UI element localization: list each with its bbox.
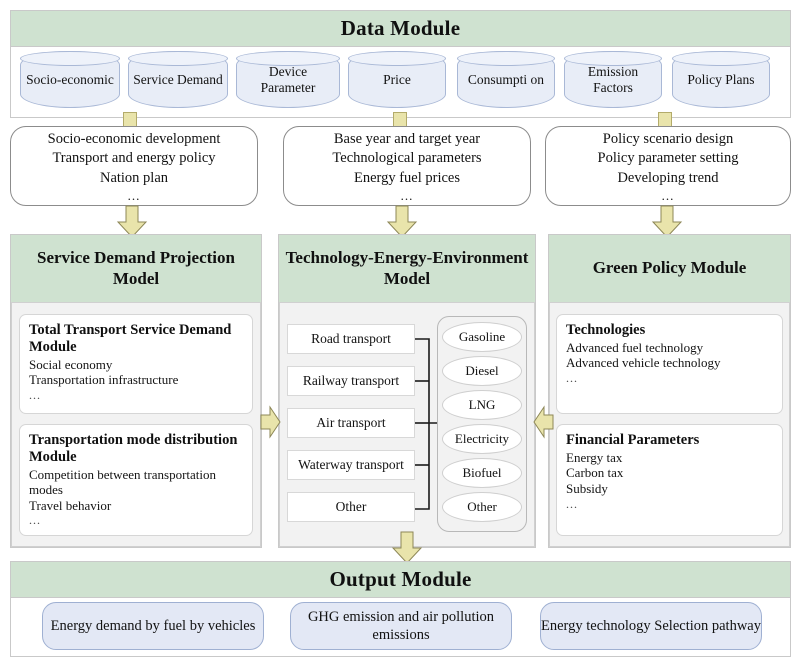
- box-line: Subsidy: [566, 481, 608, 496]
- output-energy-technology[interactable]: Energy technology Selection pathway: [540, 602, 762, 650]
- output-label: Energy demand by fuel by vehicles: [50, 617, 256, 634]
- arrow-left-right-to-middle: [533, 405, 554, 439]
- fuel-label: Electricity: [454, 431, 510, 446]
- data-source-emission-factors[interactable]: Emission Factors: [564, 51, 662, 108]
- transport-mode-other[interactable]: Other: [287, 492, 415, 522]
- total-transport-service-demand-box[interactable]: Total Transport Service Demand Module So…: [19, 314, 253, 414]
- box-heading: Technologies: [566, 322, 646, 338]
- data-source-label: Device Parameter: [260, 64, 316, 95]
- fuel-label: Other: [467, 499, 497, 514]
- transport-mode-air[interactable]: Air transport: [287, 408, 415, 438]
- box-line: Transportation infrastructure: [29, 372, 179, 388]
- detail-line: Base year and target year: [333, 131, 481, 148]
- transport-mode-railway[interactable]: Railway transport: [287, 366, 415, 396]
- box-line: Advanced fuel technology: [566, 339, 704, 355]
- fuel-electricity[interactable]: Electricity: [442, 424, 522, 454]
- detail-ellipsis: ...: [400, 187, 414, 203]
- transport-mode-waterway[interactable]: Waterway transport: [287, 450, 415, 480]
- detail-line: Nation plan: [99, 169, 169, 186]
- arrow-down-right: [651, 205, 683, 238]
- detail-card-left: Socio-economic development Transport and…: [10, 126, 258, 206]
- output-energy-demand[interactable]: Energy demand by fuel by vehicles: [42, 602, 264, 650]
- output-label: GHG emission and air pollution emissions: [307, 608, 495, 643]
- fuel-label: Gasoline: [458, 329, 506, 344]
- output-label: Energy technology Selection pathway: [541, 617, 761, 634]
- financial-parameters-box[interactable]: Financial Parameters Energy tax Carbon t…: [556, 424, 783, 536]
- transport-mode-label: Waterway transport: [298, 457, 404, 472]
- detail-line: Developing trend: [617, 169, 719, 186]
- data-source-label: Policy Plans: [687, 71, 755, 87]
- detail-card-right: Policy scenario design Policy parameter …: [545, 126, 791, 206]
- fuel-label: Biofuel: [462, 465, 502, 480]
- box-ellipsis: ...: [566, 496, 578, 511]
- detail-line: Policy scenario design: [602, 131, 734, 148]
- fuel-gasoline[interactable]: Gasoline: [442, 322, 522, 352]
- box-heading: Financial Parameters: [566, 432, 700, 448]
- fuel-label: LNG: [468, 397, 496, 412]
- data-source-label: Consumpti on: [467, 71, 545, 87]
- transport-mode-label: Road transport: [311, 331, 391, 346]
- data-source-socio-economic[interactable]: Socio-economic: [20, 51, 120, 108]
- box-line: Advanced vehicle technology: [566, 355, 721, 371]
- fuel-biofuel[interactable]: Biofuel: [442, 458, 522, 488]
- box-ellipsis: ...: [29, 513, 41, 528]
- arrow-down-left: [116, 205, 148, 238]
- detail-line: Technological parameters: [332, 150, 482, 167]
- data-source-device-parameter[interactable]: Device Parameter: [236, 51, 340, 108]
- arrow-down-to-output: [391, 531, 423, 564]
- box-line: Carbon tax: [566, 465, 624, 481]
- data-source-policy-plans[interactable]: Policy Plans: [672, 51, 770, 108]
- arrow-right-left-to-middle: [260, 405, 281, 439]
- data-source-price[interactable]: Price: [348, 51, 446, 108]
- fuel-label: Diesel: [465, 363, 499, 378]
- data-source-consumption[interactable]: Consumpti on: [457, 51, 555, 108]
- box-ellipsis: ...: [566, 371, 578, 385]
- fuel-other[interactable]: Other: [442, 492, 522, 522]
- transport-mode-road[interactable]: Road transport: [287, 324, 415, 354]
- box-line: Travel behavior: [29, 497, 112, 513]
- detail-card-middle: Base year and target year Technological …: [283, 126, 531, 206]
- transport-mode-label: Other: [335, 499, 367, 514]
- green-policy-column-title: Green Policy Module: [549, 235, 790, 303]
- fuel-diesel[interactable]: Diesel: [442, 356, 522, 386]
- transport-mode-label: Air transport: [316, 415, 386, 430]
- data-source-label: Price: [383, 71, 411, 87]
- data-source-label: Service Demand: [133, 71, 223, 87]
- transport-mode-label: Railway transport: [302, 373, 400, 388]
- transportation-mode-distribution-box[interactable]: Transportation mode distribution Module …: [19, 424, 253, 536]
- detail-ellipsis: ...: [127, 187, 141, 203]
- output-ghg-emission[interactable]: GHG emission and air pollution emissions: [290, 602, 512, 650]
- detail-line: Transport and energy policy: [52, 150, 216, 167]
- box-line: Energy tax: [566, 449, 623, 465]
- data-source-label: Emission Factors: [587, 64, 639, 95]
- fuel-lng[interactable]: LNG: [442, 390, 522, 420]
- detail-line: Policy parameter setting: [597, 150, 739, 167]
- data-source-service-demand[interactable]: Service Demand: [128, 51, 228, 108]
- box-heading: Total Transport Service Demand Module: [29, 322, 232, 355]
- data-source-label: Socio-economic: [26, 71, 114, 87]
- detail-line: Energy fuel prices: [353, 169, 461, 186]
- technologies-box[interactable]: Technologies Advanced fuel technology Ad…: [556, 314, 783, 414]
- service-demand-column-title: Service Demand Projection Model: [11, 235, 261, 303]
- detail-ellipsis: ...: [661, 187, 675, 203]
- technology-energy-environment-column-title: Technology-Energy-Environment Model: [279, 235, 535, 303]
- detail-line: Socio-economic development: [47, 131, 221, 148]
- data-module-title: Data Module: [11, 11, 790, 47]
- output-module-title: Output Module: [11, 562, 790, 598]
- arrow-down-middle: [386, 205, 418, 238]
- box-line: Competition between transportation modes: [29, 466, 217, 498]
- box-heading: Transportation mode distribution Module: [29, 432, 238, 465]
- box-ellipsis: ...: [29, 387, 41, 402]
- box-line: Social economy: [29, 356, 113, 372]
